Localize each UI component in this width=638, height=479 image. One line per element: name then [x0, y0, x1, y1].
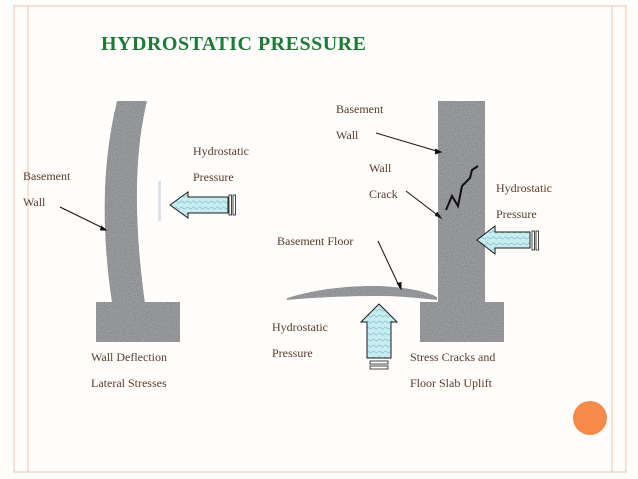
accent-dot: [573, 401, 607, 435]
wall-crack-label: Wall Crack: [369, 161, 398, 201]
wall-deflection-label: Wall Deflection Lateral Stresses: [91, 350, 168, 390]
left-basement-wall: [96, 101, 180, 342]
left-wall-label: Basement Wall: [23, 169, 71, 209]
right-basement-wall: [420, 101, 504, 342]
floor-pressure-label: Hydrostatic Pressure: [272, 320, 328, 360]
floor-pressure-arrow: [359, 303, 399, 370]
left-pressure-arrow: [158, 181, 236, 221]
slide-title: HYDROSTATIC PRESSURE: [101, 33, 367, 55]
basement-floor-slab: [287, 285, 437, 300]
floor-uplift-label: Stress Cracks and Floor Slab Uplift: [410, 350, 496, 390]
leader-lines: [59, 132, 443, 291]
wall-crack-mark: [445, 165, 479, 211]
left-pressure-label: Hydrostatic Pressure: [193, 144, 249, 184]
right-wall-label: Basement Wall: [336, 102, 384, 142]
right-pressure-arrow: [476, 224, 539, 256]
right-pressure-label: Hydrostatic Pressure: [496, 181, 552, 221]
basement-floor-label: Basement Floor: [277, 234, 354, 248]
